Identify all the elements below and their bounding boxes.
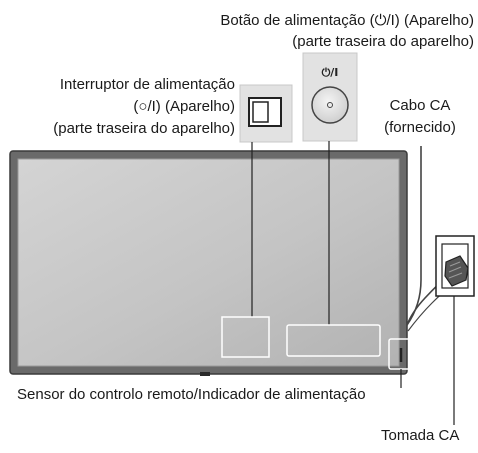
ac-cable-label-line2: (fornecido): [384, 119, 456, 136]
power-button-ring: [311, 86, 349, 124]
ac-plug: [444, 255, 469, 287]
sensor-area-box: [221, 316, 270, 358]
ac-plug-grip: [448, 261, 463, 279]
power-button-label-line2: (parte traseira do aparelho): [292, 33, 474, 50]
ac-cable-label-line1: Cabo CA: [389, 97, 451, 114]
power-switch-label-line3: (parte traseira do aparelho): [53, 120, 235, 137]
power-button-label-line1: Botão de alimentação (⏻/I) (Aparelho): [220, 12, 474, 29]
display-screen: [17, 158, 400, 367]
ac-outlet-label: Tomada CA: [381, 427, 460, 444]
power-switch-label-line2: (○/I) (Aparelho): [133, 98, 235, 115]
power-button-panel-symbol: ⏻/I: [322, 66, 339, 79]
bezel-bottom-notch: [200, 372, 210, 376]
ac-cable: [406, 146, 422, 326]
sensor-indicator-label: Sensor do controlo remoto/Indicador de a…: [17, 386, 366, 403]
power-button-area-box: [286, 324, 381, 357]
power-switch-rocker: [252, 101, 269, 123]
power-button-center: [327, 102, 333, 108]
power-switch-label-line1: Interruptor de alimentação: [59, 76, 235, 93]
